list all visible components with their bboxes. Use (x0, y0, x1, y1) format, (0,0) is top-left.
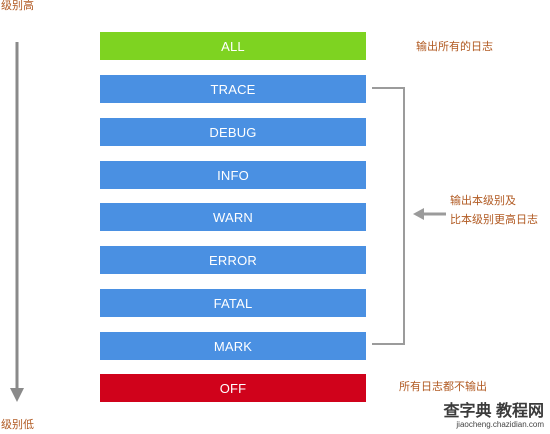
watermark-main: 查字典 教程网 (443, 403, 544, 421)
note-bracket-line1: 输出本级别及 (450, 195, 516, 207)
level-debug: DEBUG (100, 118, 366, 146)
watermark: 查字典 教程网 jiaocheng.chazidian.com (444, 404, 544, 430)
watermark-sub: jiaocheng.chazidian.com (456, 420, 544, 430)
level-trace: TRACE (100, 75, 366, 103)
bracket-pointer-head (413, 208, 424, 220)
level-info: INFO (100, 161, 366, 189)
bracket (372, 87, 405, 345)
axis-arrow-head (10, 388, 24, 402)
level-off: OFF (100, 374, 366, 402)
note-bracket-line2: 比本级别更高日志 (450, 214, 538, 226)
level-warn: WARN (100, 203, 366, 231)
level-error: ERROR (100, 246, 366, 274)
level-fatal: FATAL (100, 289, 366, 317)
level-mark: MARK (100, 332, 366, 360)
axis-bottom-label: 级别低 (1, 419, 34, 431)
note-off: 所有日志都不输出 (399, 381, 487, 393)
level-all: ALL (100, 32, 366, 60)
note-all: 输出所有的日志 (416, 41, 493, 53)
axis-top-label: 级别高 (1, 0, 34, 12)
